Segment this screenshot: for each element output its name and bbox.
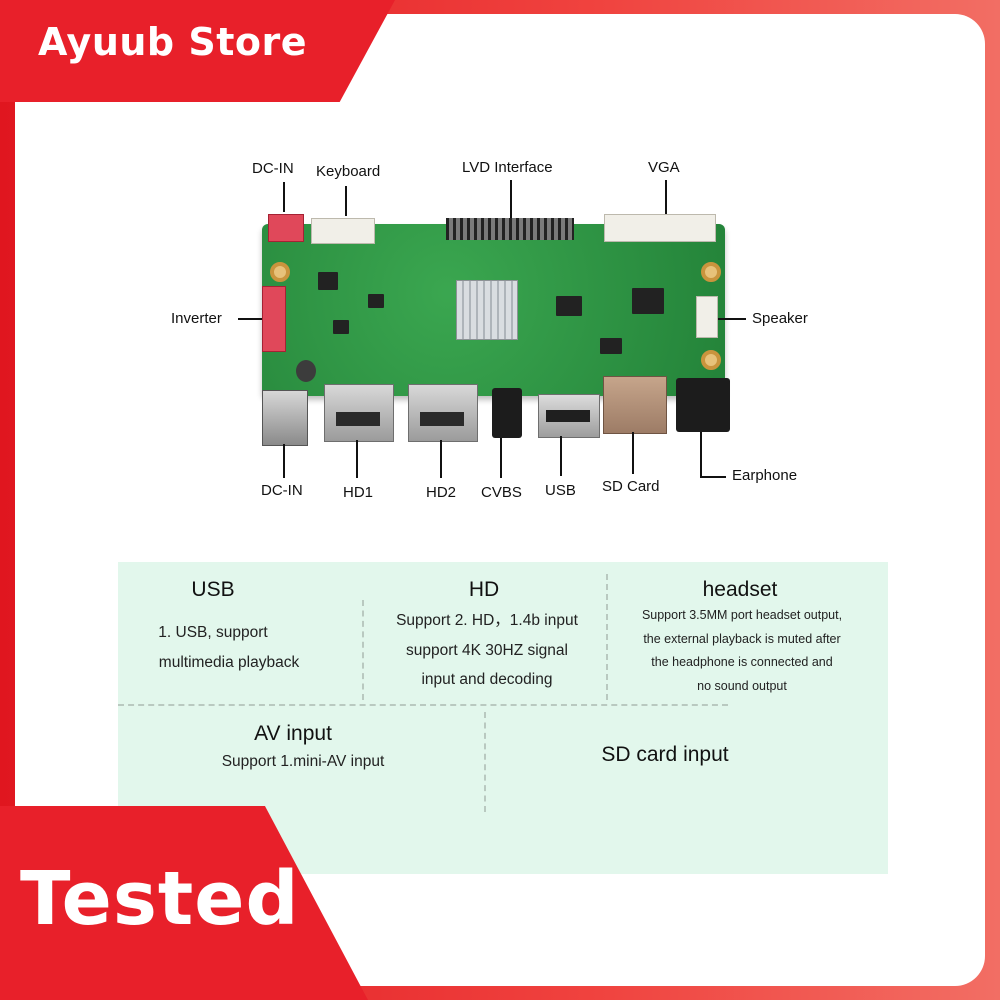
leader-line [665, 180, 667, 214]
earphone-jack [676, 378, 730, 432]
divider [606, 574, 608, 700]
vga-connector [604, 214, 716, 242]
headset-line-4: no sound output [697, 679, 787, 693]
label-keyboard: Keyboard [316, 163, 381, 180]
usb-opening [546, 410, 590, 422]
chip [632, 288, 664, 314]
leader-line [700, 432, 702, 478]
leader-line [560, 436, 562, 476]
leader-line [632, 432, 634, 474]
headset-line-3: the headphone is connected and [651, 655, 833, 669]
headset-line-1: Support 3.5MM port headset output, [641, 608, 843, 622]
label-vga: VGA [648, 159, 680, 176]
chip [318, 272, 338, 290]
leader-line [345, 186, 347, 216]
hdmi-opening-1 [336, 412, 380, 426]
tested-badge: Tested [20, 856, 300, 942]
chip [333, 320, 349, 334]
chip [556, 296, 582, 316]
brand-name: Ayuub Store [38, 20, 308, 64]
headset-line-2: the external playback is muted after [643, 632, 841, 646]
label-sd-card: SD Card [602, 478, 660, 495]
dc-in-jack [262, 390, 308, 446]
usb-line-2: multimedia playback [158, 654, 300, 671]
cvbs-jack [492, 388, 522, 438]
lvds-header [446, 218, 574, 240]
mount-hole [270, 262, 290, 282]
chip [600, 338, 622, 354]
hd-line-3: input and decoding [421, 671, 553, 688]
leader-line [356, 440, 358, 478]
leader-line [238, 318, 262, 320]
av-input-title: AV input [254, 722, 332, 745]
label-dc-in-bottom: DC-IN [261, 482, 303, 499]
label-inverter: Inverter [171, 310, 222, 327]
label-dc-in-top: DC-IN [252, 160, 294, 177]
usb-line-1: 1. USB, support [158, 624, 268, 641]
leader-line [440, 440, 442, 478]
headset-title: headset [702, 578, 778, 601]
hd-line-1: Support 2. HD，1.4b input [396, 612, 578, 629]
label-usb: USB [545, 482, 576, 499]
label-hd2: HD2 [426, 484, 457, 501]
capacitor [296, 360, 316, 382]
hd-title: HD [468, 578, 500, 601]
speaker-connector [696, 296, 718, 338]
label-hd1: HD1 [343, 484, 374, 501]
sd-card-slot [603, 376, 667, 434]
label-speaker: Speaker [752, 310, 808, 327]
leader-line [283, 444, 285, 478]
hd-line-2: support 4K 30HZ signal [406, 642, 568, 659]
leader-line [700, 476, 726, 478]
mount-hole [701, 350, 721, 370]
leader-line [510, 180, 512, 218]
inverter-connector [262, 286, 286, 352]
divider [362, 600, 364, 700]
hdmi-opening-2 [420, 412, 464, 426]
mount-hole [701, 262, 721, 282]
keyboard-connector [311, 218, 375, 244]
chip [368, 294, 384, 308]
label-earphone: Earphone [732, 467, 798, 484]
label-cvbs: CVBS [481, 484, 522, 501]
label-lvd-interface: LVD Interface [462, 159, 553, 176]
usb-title: USB [191, 578, 235, 601]
dc-in-top-connector [268, 214, 304, 242]
leader-line [283, 182, 285, 212]
divider [118, 704, 728, 706]
sd-card-input-title: SD card input [601, 743, 729, 766]
heatsink [456, 280, 518, 340]
divider [484, 712, 486, 812]
brand-banner [0, 0, 395, 102]
leader-line [718, 318, 746, 320]
leader-line [500, 438, 502, 478]
av-input-line-1: Support 1.mini-AV input [221, 753, 385, 770]
